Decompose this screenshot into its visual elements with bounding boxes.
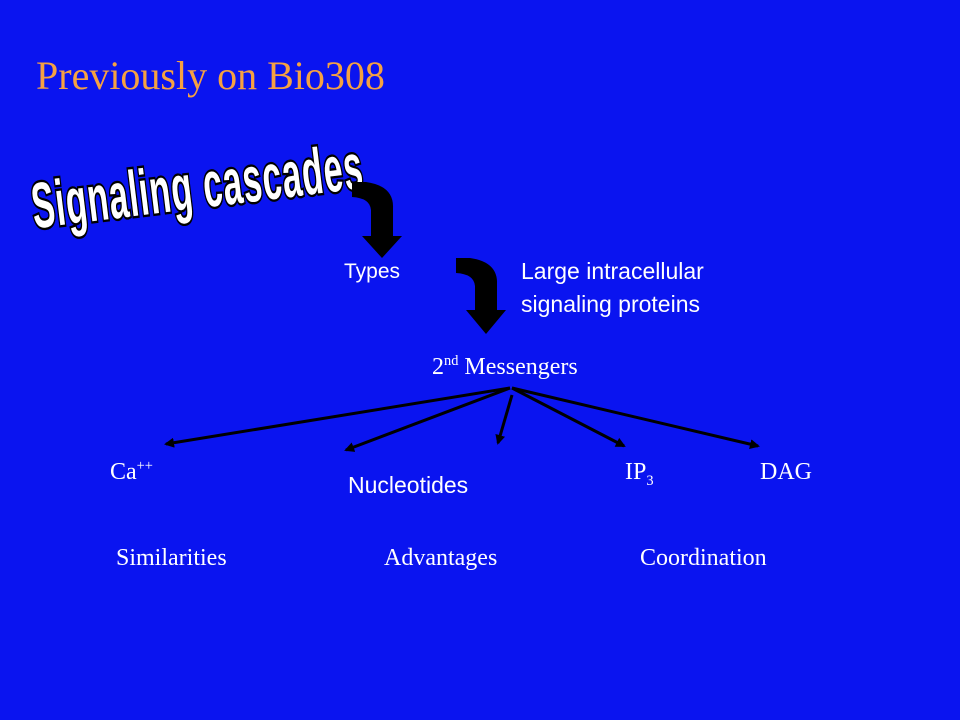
node-ip3: IP3: [625, 459, 654, 488]
topic-advantages: Advantages: [384, 545, 498, 571]
messengers-sup: nd: [444, 353, 459, 369]
arrow-to-ca: [164, 386, 511, 448]
ca-sup: ++: [136, 458, 153, 474]
curved-arrow-icon: [352, 182, 402, 258]
messengers-base: 2: [432, 354, 444, 380]
node-ca: Ca++: [110, 458, 153, 485]
branch-arrows: [164, 386, 760, 452]
curved-arrow-icon: [456, 258, 506, 334]
ip-base: IP: [625, 459, 647, 485]
node-nucleotides: Nucleotides: [348, 472, 469, 498]
arrow-to-nucleotides: [344, 386, 511, 452]
node-2nd-messengers: 2nd Messengers: [432, 353, 578, 380]
messengers-rest: Messengers: [458, 354, 578, 380]
topic-similarities: Similarities: [116, 545, 227, 571]
topic-coordination: Coordination: [640, 545, 767, 571]
wordart-text: Signaling cascades: [27, 129, 367, 242]
node-dag: DAG: [760, 459, 812, 485]
arrow-to-dag: [511, 386, 760, 450]
ca-base: Ca: [110, 459, 137, 485]
slide-title: Previously on Bio308: [36, 53, 385, 98]
arrow-to-center: [495, 394, 514, 445]
node-large-proteins: Large intracellular signaling proteins: [521, 255, 704, 322]
large-proteins-line2: signaling proteins: [521, 291, 701, 318]
ip-sub: 3: [646, 472, 654, 489]
wordart-signaling-cascades: Signaling cascades: [26, 128, 369, 244]
arrow-to-ip3: [511, 386, 626, 448]
node-types: Types: [344, 260, 401, 283]
large-proteins-line1: Large intracellular: [521, 258, 704, 284]
